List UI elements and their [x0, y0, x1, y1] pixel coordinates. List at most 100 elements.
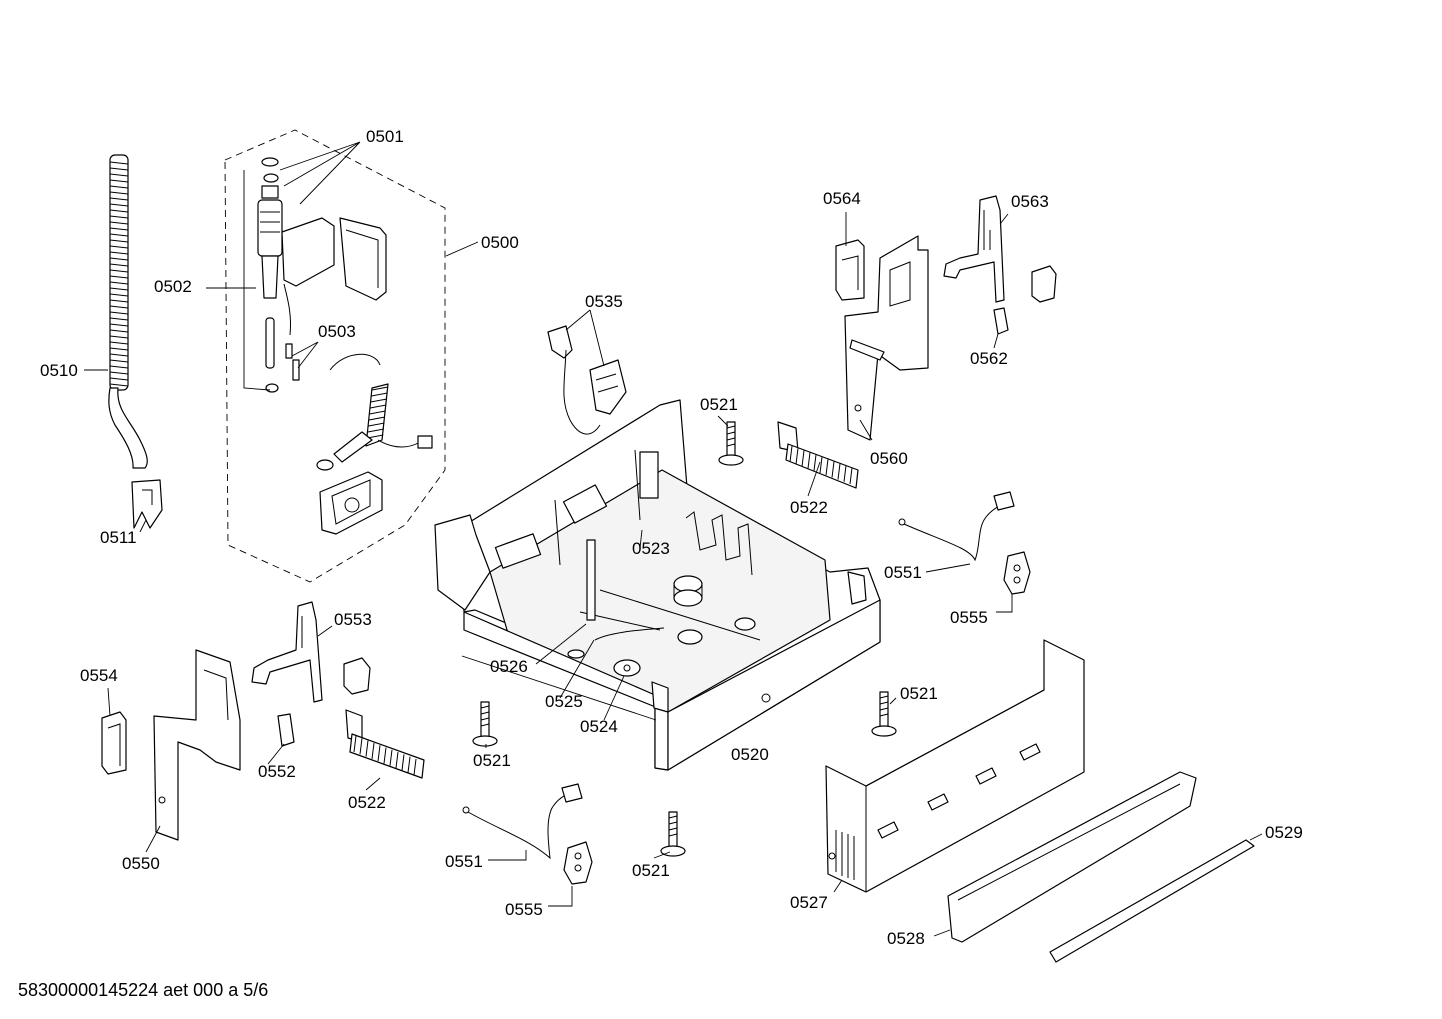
rib-line — [109, 287, 129, 291]
connector-0555-left[interactable] — [563, 841, 593, 885]
label-0551-left: 0551 — [445, 852, 483, 871]
label-0510: 0510 — [40, 361, 78, 380]
label-0522-left: 0522 — [348, 793, 386, 812]
rib-line — [109, 293, 129, 297]
hose-clip-0511[interactable] — [131, 479, 163, 529]
sensor-bracket[interactable] — [319, 471, 383, 535]
rib-line — [369, 410, 386, 415]
rib-line — [109, 317, 129, 321]
label-0523: 0523 — [632, 539, 670, 558]
bracket-0553[interactable] — [251, 601, 323, 703]
clip-0562[interactable] — [993, 307, 1009, 335]
clip-0554[interactable] — [101, 711, 127, 775]
sensor-cable-0535[interactable] — [547, 325, 627, 435]
screw-0521-top[interactable] — [718, 421, 744, 466]
hinge-bracket-0560[interactable] — [844, 235, 929, 441]
rib-line — [371, 742, 375, 759]
rib-line — [109, 281, 129, 285]
rib-line — [109, 227, 129, 231]
hinge-bracket-0550[interactable] — [153, 649, 241, 841]
clip-0563-small[interactable] — [1031, 265, 1057, 303]
rib-line — [109, 383, 129, 387]
screw-0521-left[interactable] — [472, 701, 498, 747]
label-0527: 0527 — [790, 893, 828, 912]
rib-line — [109, 275, 129, 279]
connector-0555-right[interactable] — [1003, 551, 1031, 595]
rib-line — [371, 386, 389, 391]
rib-line — [807, 452, 811, 469]
rib-line — [109, 239, 129, 243]
label-0564: 0564 — [823, 189, 861, 208]
label-0553: 0553 — [334, 610, 372, 629]
rib-line — [825, 459, 829, 476]
rib-line — [109, 197, 129, 201]
rib-line — [109, 263, 129, 267]
rib-line — [407, 756, 411, 773]
clip-0564[interactable] — [835, 239, 865, 301]
rib-line — [789, 445, 793, 463]
kick-plate-0527[interactable] — [825, 639, 1085, 893]
rib-line — [389, 749, 393, 766]
screw-0521-bottom[interactable] — [660, 811, 686, 857]
trim-strip-0529[interactable] — [1049, 839, 1255, 963]
rib-line — [819, 456, 823, 474]
base-tub-0520[interactable] — [434, 399, 881, 771]
rib-line — [109, 179, 129, 183]
inlet-hose-coil[interactable] — [316, 353, 433, 471]
rib-line — [370, 404, 387, 409]
label-0550: 0550 — [122, 854, 160, 873]
rib-line — [367, 434, 384, 439]
rib-line — [109, 167, 129, 171]
clip-0553-small[interactable] — [343, 657, 371, 695]
screw-0521-mid[interactable] — [871, 691, 897, 737]
rib-line — [109, 347, 129, 351]
rib-line — [109, 359, 129, 363]
door-spring-0522-right[interactable] — [777, 421, 859, 489]
rib-line — [795, 448, 799, 465]
label-0521-mid: 0521 — [900, 684, 938, 703]
label-0563: 0563 — [1011, 192, 1049, 211]
rib-line — [109, 323, 129, 327]
cable-0551-right[interactable] — [898, 491, 1015, 562]
label-0529: 0529 — [1265, 823, 1303, 842]
rib-line — [109, 269, 129, 273]
rib-line — [413, 758, 417, 776]
label-0555-right: 0555 — [950, 608, 988, 627]
bracket-0563[interactable] — [943, 195, 1005, 303]
rib-line — [109, 377, 129, 381]
rib-line — [109, 311, 129, 315]
label-0522-right: 0522 — [790, 498, 828, 517]
drain-hose-0510[interactable] — [108, 154, 148, 469]
rib-line — [109, 335, 129, 339]
inlet-valve-assembly-0502[interactable] — [257, 157, 387, 393]
front-trim-0528[interactable] — [947, 771, 1197, 943]
label-0562: 0562 — [970, 349, 1008, 368]
label-0521-top: 0521 — [700, 395, 738, 414]
rib-line — [109, 215, 129, 219]
rib-line — [367, 428, 384, 433]
document-id-footer: 58300000145224 aet 000 a 5/6 — [18, 980, 269, 1000]
rib-line — [831, 461, 835, 478]
label-0554: 0554 — [80, 666, 118, 685]
label-0560: 0560 — [870, 449, 908, 468]
rib-line — [109, 365, 129, 369]
rib-line — [401, 754, 405, 771]
rib-line — [109, 173, 129, 177]
rib-line — [109, 221, 129, 225]
rib-line — [801, 450, 805, 467]
cable-0551-left[interactable] — [462, 783, 583, 860]
rib-line — [109, 161, 129, 165]
rib-line — [395, 752, 399, 769]
rib-line — [109, 371, 129, 375]
rib-line — [109, 299, 129, 303]
rib-line — [383, 747, 387, 764]
rib-line — [109, 185, 129, 189]
label-0524: 0524 — [580, 717, 618, 736]
door-spring-0522-left[interactable] — [345, 709, 425, 779]
clip-0552[interactable] — [277, 713, 295, 747]
label-0500: 0500 — [481, 233, 519, 252]
label-0520: 0520 — [731, 745, 769, 764]
rib-line — [837, 463, 841, 480]
rib-line — [109, 203, 129, 207]
